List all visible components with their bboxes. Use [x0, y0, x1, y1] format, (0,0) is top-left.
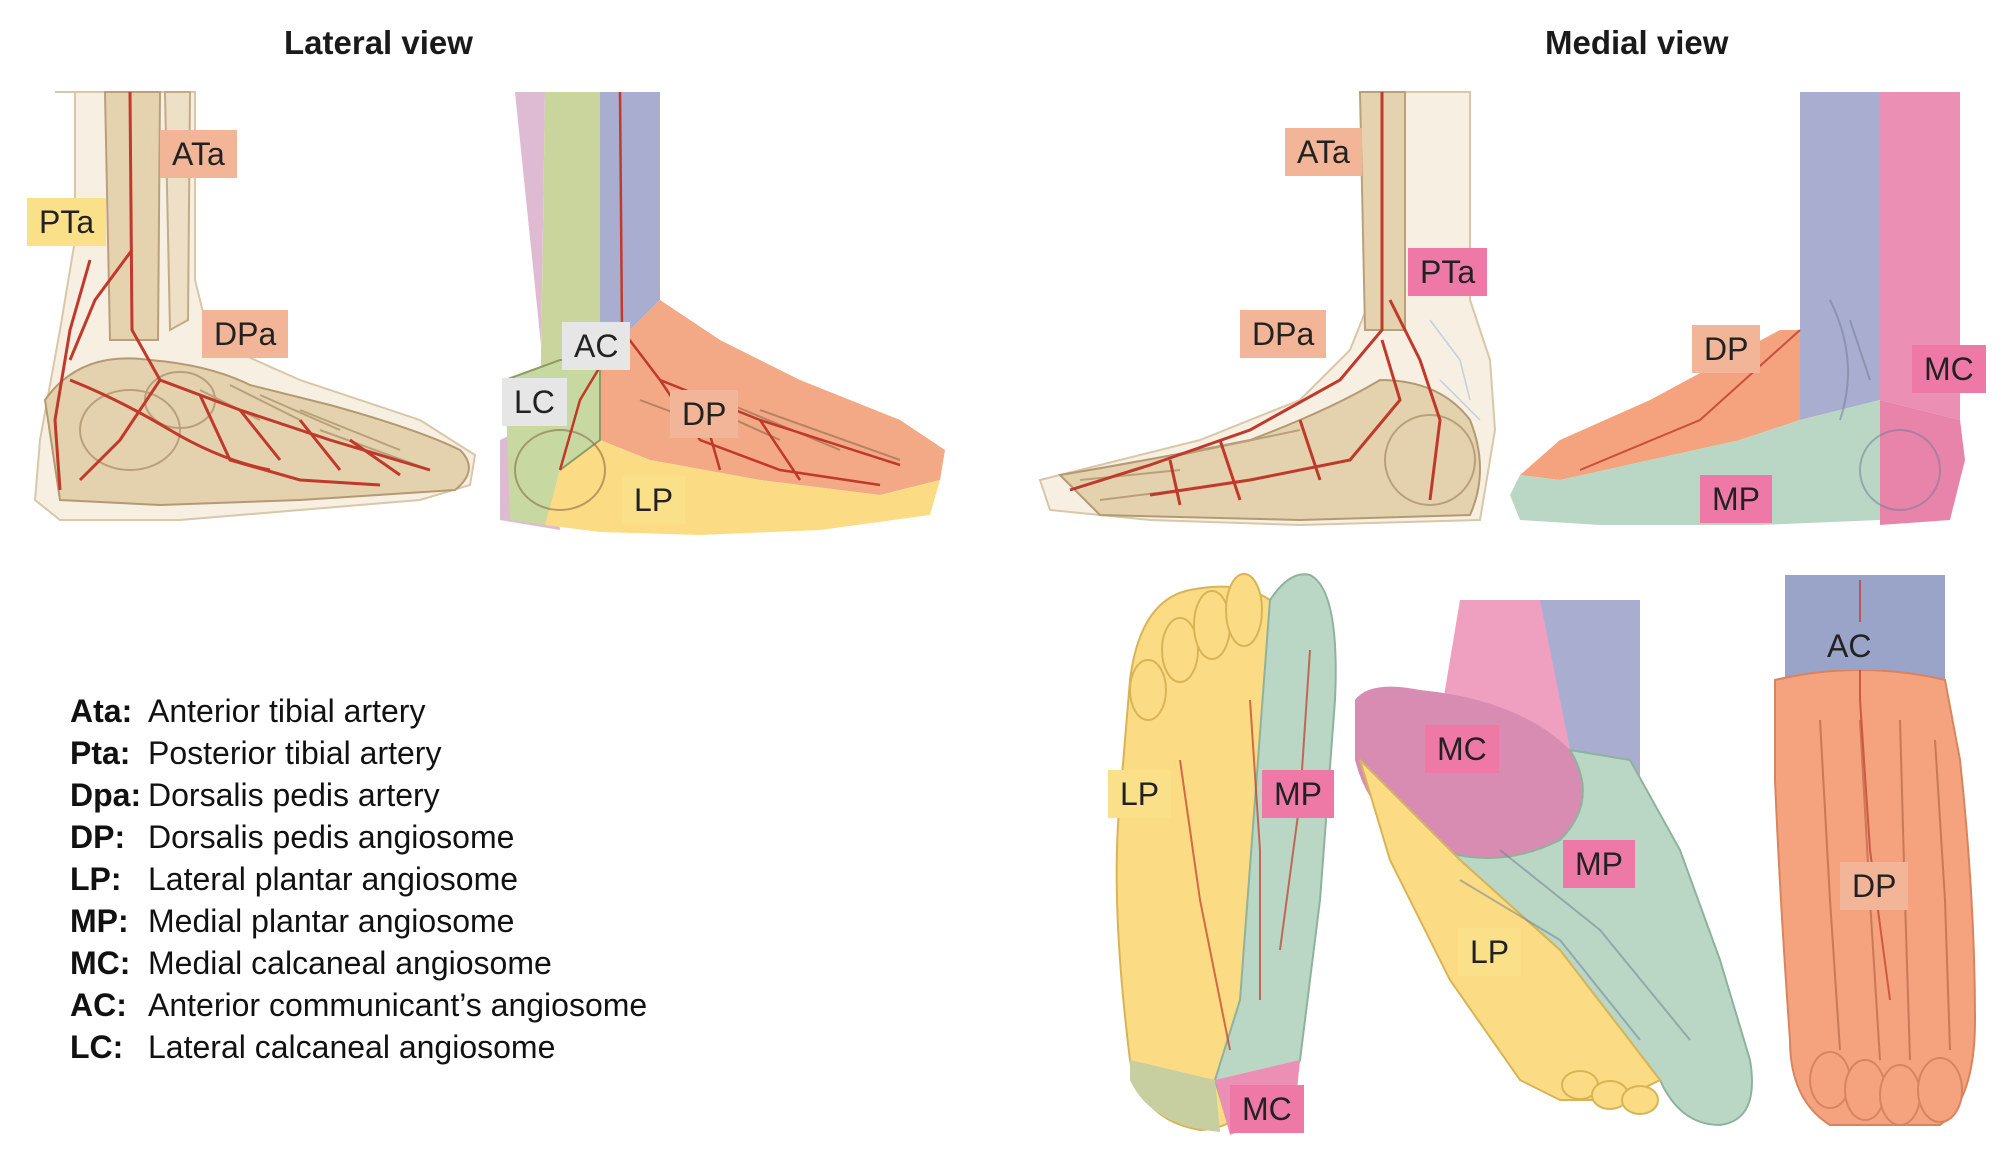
legend-abbr: MP: — [70, 903, 129, 939]
label-ata-lateral: ATa — [160, 130, 237, 178]
label-pta-lateral: PTa — [27, 198, 107, 246]
label-lp-lateral: LP — [622, 476, 686, 524]
legend-row: DP: Dorsalis pedis angiosome — [70, 816, 647, 858]
label-mp-oblique: MP — [1563, 840, 1635, 888]
legend-abbr: DP: — [70, 819, 126, 855]
label-ac-lateral: AC — [562, 322, 631, 370]
oblique-angiosome-foot — [1355, 600, 1753, 1127]
legend-abbr: LC: — [70, 1029, 124, 1065]
legend-row: Dpa:Dorsalis pedis artery — [70, 774, 647, 816]
label-mp-medial: MP — [1700, 475, 1772, 523]
label-mc-plantar: MC — [1230, 1085, 1304, 1133]
legend-desc: Anterior tibial artery — [148, 693, 426, 729]
label-mc-medial: MC — [1912, 345, 1986, 393]
label-mc-oblique: MC — [1425, 725, 1499, 773]
legend-row: MP: Medial plantar angiosome — [70, 900, 647, 942]
legend-row: Pta: Posterior tibial artery — [70, 732, 647, 774]
label-lc-lateral: LC — [502, 378, 567, 426]
medial-angiosome-foot — [1510, 92, 1965, 525]
label-pta-medial: PTa — [1408, 248, 1488, 296]
label-dpa-lateral: DPa — [202, 310, 289, 358]
legend-row: Ata: Anterior tibial artery — [70, 690, 647, 732]
legend-desc: Lateral calcaneal angiosome — [148, 1029, 556, 1065]
label-ata-medial: ATa — [1285, 128, 1362, 176]
legend-abbr: AC: — [70, 987, 127, 1023]
legend-abbr: LP: — [70, 861, 122, 897]
legend-row: AC: Anterior communicant’s angiosome — [70, 984, 647, 1026]
legend-row: MC: Medial calcaneal angiosome — [70, 942, 647, 984]
legend-desc: Medial calcaneal angiosome — [148, 945, 552, 981]
legend-abbr: Ata: — [70, 693, 133, 729]
label-mp-plantar: MP — [1262, 770, 1334, 818]
label-dpa-medial: DPa — [1240, 310, 1327, 358]
legend-row: LC: Lateral calcaneal angiosome — [70, 1026, 647, 1068]
plantar-angiosome-foot — [1115, 573, 1337, 1135]
legend-desc: Dorsalis pedis artery — [148, 777, 440, 813]
legend-row: LP: Lateral plantar angiosome — [70, 858, 647, 900]
label-lp-plantar: LP — [1108, 770, 1172, 818]
label-dp-medial: DP — [1692, 325, 1761, 373]
legend-desc: Dorsalis pedis angiosome — [148, 819, 515, 855]
legend-abbr: Dpa: — [70, 777, 142, 813]
legend-abbr: Pta: — [70, 735, 131, 771]
lateral-view-title: Lateral view — [284, 24, 473, 61]
legend-desc: Lateral plantar angiosome — [148, 861, 519, 897]
legend-desc: Medial plantar angiosome — [148, 903, 515, 939]
label-ac-dorsal: AC — [1815, 622, 1884, 670]
label-lp-oblique: LP — [1458, 928, 1522, 976]
medial-arterial-foot — [1038, 91, 1497, 527]
lateral-angiosome-foot — [500, 91, 945, 535]
medial-view-title: Medial view — [1545, 24, 1729, 61]
abbreviation-legend: Ata: Anterior tibial artery Pta: Posterior… — [70, 690, 647, 1068]
label-dp-lateral: DP — [670, 390, 739, 438]
legend-desc: Posterior tibial artery — [148, 735, 442, 771]
lateral-arterial-foot — [33, 91, 477, 521]
label-dp-dorsal: DP — [1840, 862, 1909, 910]
legend-abbr: MC: — [70, 945, 131, 981]
legend-desc: Anterior communicant’s angiosome — [148, 987, 648, 1023]
